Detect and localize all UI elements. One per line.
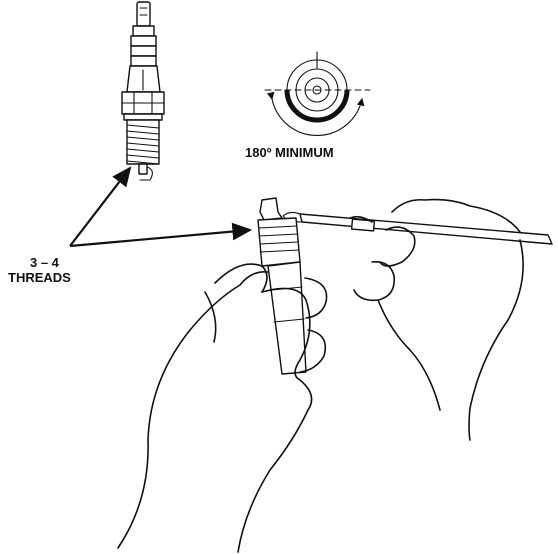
spark-plug-icon xyxy=(122,2,164,180)
threads-label: THREADS xyxy=(8,270,71,285)
thread-leader-arrows xyxy=(70,168,250,246)
hands-with-brush-icon xyxy=(118,198,552,552)
threads-count-label: 3 – 4 xyxy=(30,255,59,270)
rotation-minimum-label: 180º MINIMUM xyxy=(245,145,334,160)
rotation-gauge-icon xyxy=(265,52,370,135)
